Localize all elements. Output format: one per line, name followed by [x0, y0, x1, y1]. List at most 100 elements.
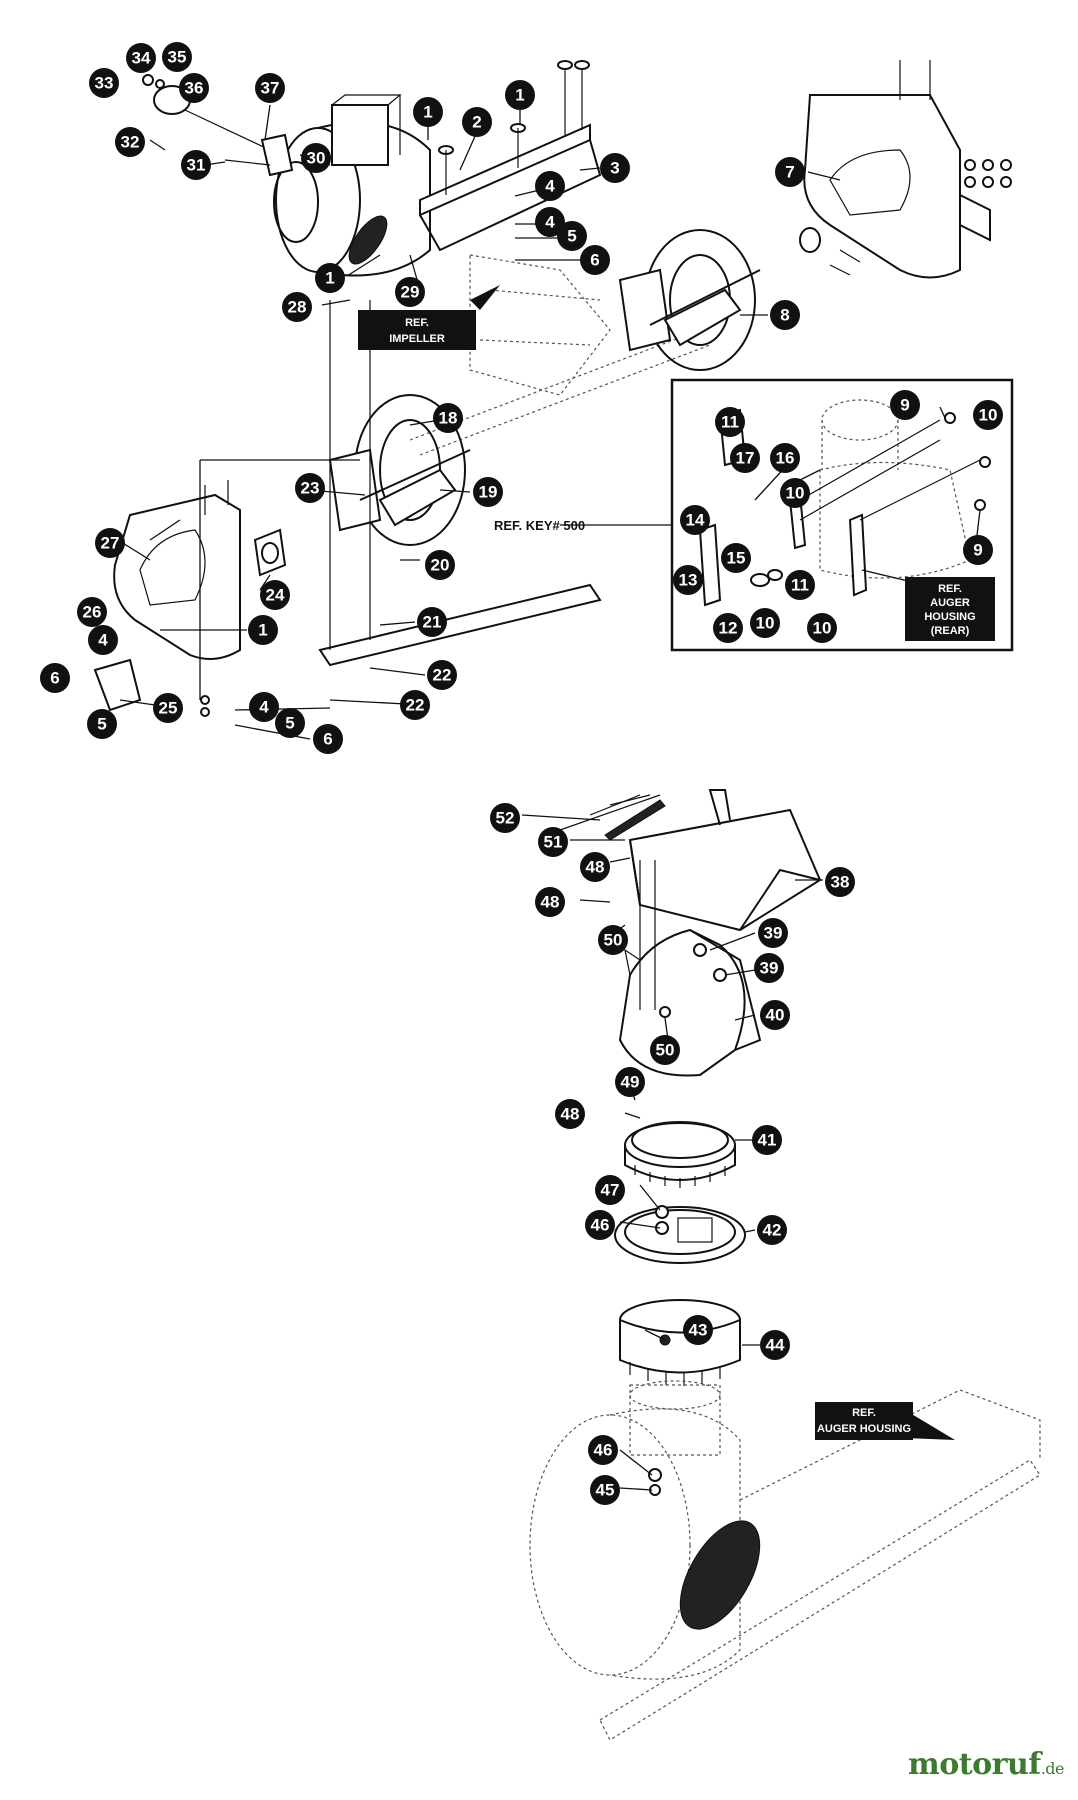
callout-36: 36	[179, 73, 209, 103]
callout-number: 6	[590, 251, 599, 270]
callout-39a: 39	[758, 918, 788, 948]
ref-auger-housing-line2: AUGER HOUSING	[817, 1423, 911, 1435]
callout-number: 11	[791, 576, 809, 595]
callout-12: 12	[713, 613, 743, 643]
callout-47: 47	[595, 1175, 625, 1205]
callout-8: 8	[770, 300, 800, 330]
auger-left	[328, 394, 471, 546]
callout-number: 7	[785, 163, 794, 182]
callout-number: 4	[545, 177, 555, 196]
callout-30: 30	[301, 143, 331, 173]
callout-15: 15	[721, 543, 751, 573]
side-plate-left	[93, 480, 287, 717]
callout-31: 31	[181, 150, 211, 180]
callout-37: 37	[255, 73, 285, 103]
ref-auger-rear-line3: HOUSING	[924, 611, 975, 623]
callout-25: 25	[153, 693, 183, 723]
callout-10c: 10	[750, 608, 780, 638]
callout-number: 8	[780, 306, 789, 325]
callout-33: 33	[89, 68, 119, 98]
callout-42: 42	[757, 1215, 787, 1245]
callout-48a: 48	[555, 1099, 585, 1129]
callout-9a: 9	[890, 390, 920, 420]
ref-impeller-label: REF. IMPELLER	[358, 285, 500, 350]
watermark-tld: .de	[1040, 1759, 1065, 1778]
callout-number: 25	[159, 699, 178, 718]
callout-number: 16	[776, 449, 795, 468]
callout-number: 22	[406, 696, 425, 715]
callout-6b: 6	[40, 663, 70, 693]
ref-auger-housing-label: REF. AUGER HOUSING	[815, 1402, 955, 1440]
callout-10d: 10	[807, 613, 837, 643]
callout-number: 42	[763, 1221, 782, 1240]
callout-1a: 1	[413, 97, 443, 127]
callout-13: 13	[673, 565, 703, 595]
callout-51: 51	[538, 827, 568, 857]
callout-number: 10	[813, 619, 832, 638]
callout-number: 52	[496, 809, 515, 828]
callout-23: 23	[295, 473, 325, 503]
callout-1c: 1	[248, 615, 278, 645]
callout-number: 4	[98, 631, 108, 650]
ref-auger-housing-rear-label: REF. AUGER HOUSING (REAR)	[905, 577, 995, 641]
callout-40: 40	[760, 1000, 790, 1030]
callout-24: 24	[260, 580, 290, 610]
ref-auger-housing-line1: REF.	[852, 1407, 876, 1419]
callout-22b: 22	[400, 690, 430, 720]
auger-right	[618, 229, 761, 371]
callout-number: 46	[594, 1441, 613, 1460]
callout-number: 51	[544, 833, 563, 852]
ref-impeller-line1: REF.	[405, 317, 429, 329]
skid-plate	[318, 300, 602, 667]
adjuster-hardware	[142, 74, 294, 177]
chute-upper	[618, 860, 762, 1077]
chute-deflector	[559, 789, 822, 932]
callout-38: 38	[825, 867, 855, 897]
callout-number: 17	[736, 449, 755, 468]
callout-44: 44	[760, 1330, 790, 1360]
callout-43: 43	[683, 1315, 713, 1345]
callout-18: 18	[433, 403, 463, 433]
callout-17: 17	[730, 443, 760, 473]
callout-number: 10	[786, 484, 805, 503]
callout-6c: 6	[313, 724, 343, 754]
gearbox-reference	[409, 254, 711, 456]
callout-26: 26	[77, 597, 107, 627]
callout-number: 2	[472, 113, 481, 132]
chute-ring-44	[619, 1299, 741, 1386]
callout-number: 20	[431, 556, 450, 575]
ref-impeller-line2: IMPELLER	[389, 333, 445, 345]
callout-9b: 9	[963, 535, 993, 565]
callout-11a: 11	[715, 407, 745, 437]
callout-10a: 10	[973, 400, 1003, 430]
ref-auger-rear-line4: (REAR)	[931, 625, 970, 637]
callout-number: 9	[900, 396, 909, 415]
callout-number: 40	[766, 1006, 785, 1025]
callout-4a: 4	[535, 171, 565, 201]
callout-number: 18	[439, 409, 458, 428]
callout-6a: 6	[580, 245, 610, 275]
callout-34: 34	[126, 43, 156, 73]
callout-20: 20	[425, 550, 455, 580]
callout-number: 26	[83, 603, 102, 622]
callout-number: 19	[479, 483, 498, 502]
callout-number: 5	[97, 715, 106, 734]
callout-number: 10	[756, 614, 775, 633]
callout-number: 39	[764, 924, 783, 943]
callout-number: 27	[101, 534, 120, 553]
side-plate-right	[799, 60, 1012, 279]
callout-5c: 5	[275, 708, 305, 738]
callout-number: 14	[686, 511, 705, 530]
callout-45: 45	[590, 1475, 620, 1505]
callout-number: 39	[760, 959, 779, 978]
callout-number: 31	[187, 156, 206, 175]
callout-number: 6	[323, 730, 332, 749]
callout-39b: 39	[754, 953, 784, 983]
watermark-logo: motoruf.de	[908, 1747, 1064, 1782]
callout-number: 1	[515, 86, 524, 105]
callout-5a: 5	[557, 221, 587, 251]
callout-35: 35	[162, 42, 192, 72]
callout-number: 44	[766, 1336, 785, 1355]
callout-16: 16	[770, 443, 800, 473]
